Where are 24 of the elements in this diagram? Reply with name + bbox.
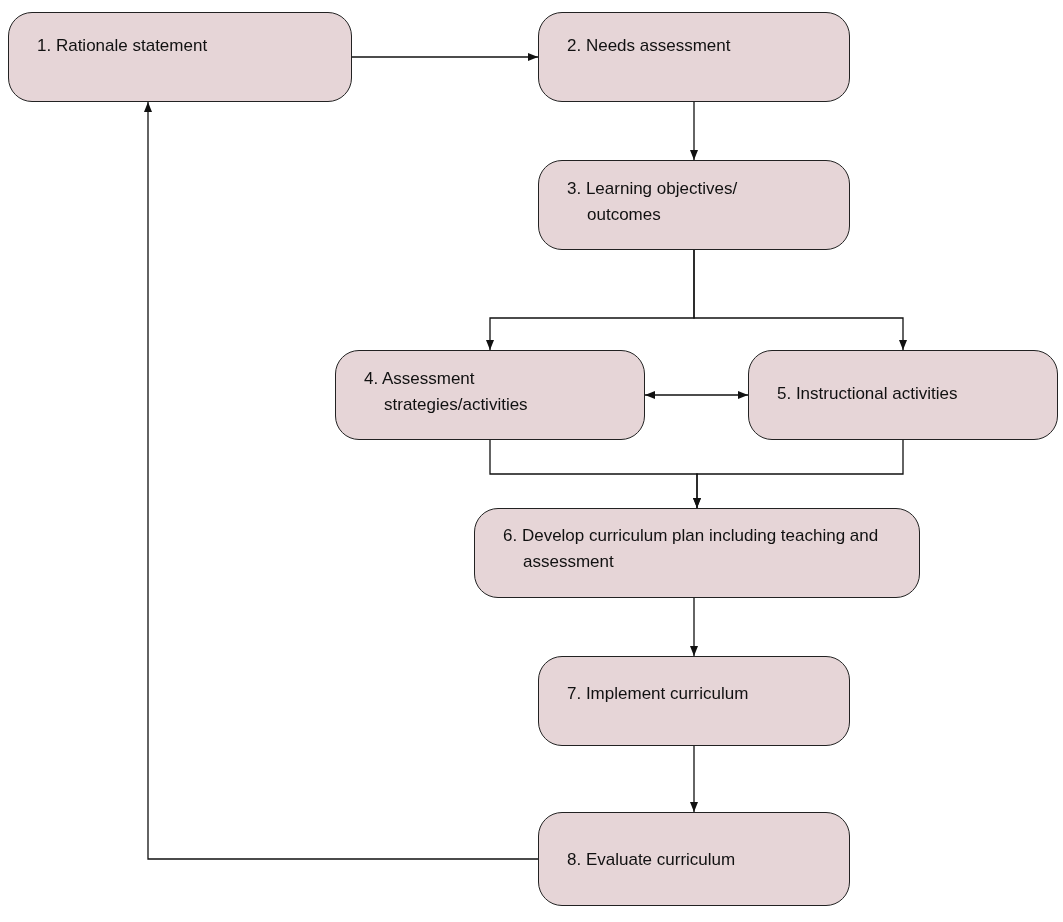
process-box: [538, 12, 850, 102]
arrow: [693, 249, 907, 351]
step-label: 7. Implement curriculum: [567, 683, 749, 705]
step-label: 6. Develop curriculum plan including teaching and assessment: [503, 525, 879, 573]
step-label: 4. Assessment strategies/activities: [364, 368, 529, 416]
process-box: [8, 12, 352, 102]
step-label: 8. Evaluate curriculum: [567, 849, 736, 871]
process-box: [474, 508, 920, 598]
step-label: 5. Instructional activities: [777, 383, 958, 405]
arrow: [351, 53, 539, 61]
arrow: [144, 101, 539, 860]
process-box: [748, 350, 1058, 440]
process-box: [335, 350, 645, 440]
process-box: [538, 160, 850, 250]
arrow: [693, 439, 904, 509]
step-label: 3. Learning objectives/ outcomes: [567, 178, 739, 226]
step-label: 1. Rationale statement: [37, 35, 208, 57]
arrow: [690, 745, 698, 813]
process-box: [538, 812, 850, 906]
arrow: [644, 391, 749, 399]
arrow: [690, 101, 698, 161]
step-label: 2. Needs assessment: [567, 35, 731, 57]
arrow: [690, 597, 698, 657]
process-box: [538, 656, 850, 746]
